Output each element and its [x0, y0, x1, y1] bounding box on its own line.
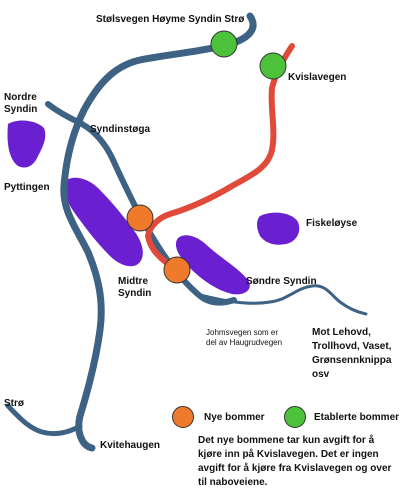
label-fiskeloyse: Fiskeløyse — [306, 218, 358, 229]
label-mot-lehovd: Mot Lehovd, Trollhovd, Vaset, Grønsennkn… — [312, 327, 392, 380]
lake-fiskeloyse — [257, 212, 300, 245]
legend-established-barriers-label: Etablerte bommer — [314, 412, 400, 423]
label-midtre-syndin: Midtre Syndin — [118, 276, 152, 299]
toll-note: Det nye bommene tar kun avgift for å kjø… — [198, 435, 392, 488]
road-main-north-south — [60, 12, 257, 452]
label-stolsvegen: Stølsvegen Høyme Syndin Strø — [96, 14, 245, 25]
label-nordre-syndin: Nordre Syndin — [4, 92, 38, 115]
label-stro: Strø — [4, 398, 24, 409]
established-barrier-stolsvegen — [210, 30, 238, 58]
road-johmsvegen — [194, 284, 368, 316]
lake-sondre-syndin — [175, 235, 250, 295]
established-barrier-kvislavegen — [259, 52, 287, 80]
lake-nordre-syndin — [7, 120, 46, 168]
new-barrier-south — [163, 256, 191, 284]
lake-pyttingen-midtre — [62, 177, 143, 267]
label-kvitehaugen: Kvitehaugen — [100, 440, 161, 451]
legend-new-barrier-icon — [172, 406, 194, 428]
road-west-stro — [5, 403, 83, 437]
label-sondre-syndin: Søndre Syndin — [246, 276, 317, 287]
label-johmsvegen: Johmsvegen som er del av Haugrudvegen — [206, 328, 283, 347]
label-pyttingen: Pyttingen — [4, 182, 50, 193]
new-barrier-north — [126, 204, 154, 232]
map-canvas — [5, 12, 368, 452]
label-kvislavegen: Kvislavegen — [288, 72, 347, 83]
legend-new-barriers-label: Nye bommer — [204, 412, 265, 423]
road-kvislavegen — [145, 43, 295, 281]
legend-established-barrier-icon — [284, 406, 306, 428]
label-syndinstoga: Syndinstøga — [90, 124, 151, 135]
